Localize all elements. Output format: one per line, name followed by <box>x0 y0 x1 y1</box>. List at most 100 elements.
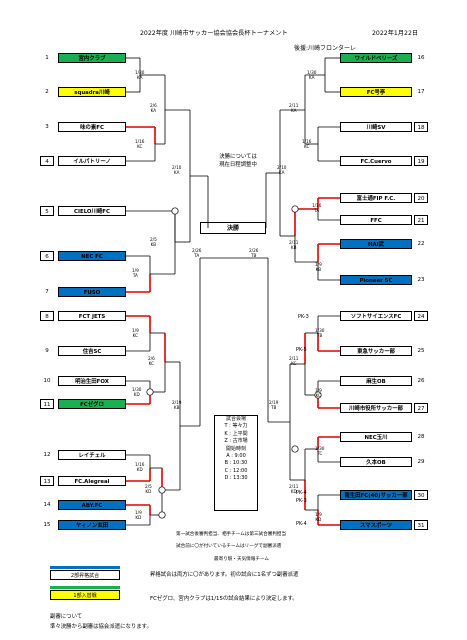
team-seed-number: 19 <box>414 156 428 166</box>
team-box: FC.Alegreal <box>58 476 126 486</box>
team-box: FC号亭 <box>340 87 412 97</box>
team-seed-number: 11 <box>40 399 54 409</box>
legend-playoff: 1部入替戦 <box>50 590 120 600</box>
team-seed-number: 13 <box>40 476 54 486</box>
team-seed-number: 25 <box>417 348 425 354</box>
team-seed-number: 28 <box>417 434 425 440</box>
venue-line-2: K : 上平間 <box>224 430 248 437</box>
team-box: 久本OB <box>340 457 412 467</box>
referee-circle-marker <box>314 391 322 399</box>
footer-line-3: 副審について <box>50 614 83 620</box>
team-box: 川崎市役所サッカー部 <box>340 403 412 413</box>
team-seed-number: 31 <box>414 520 428 530</box>
note-referee: 第一試合後審判担当、相手チームは第三試合審判担当 <box>176 532 287 537</box>
match-date-label: 2/10 KA <box>172 165 182 176</box>
team-box: FCゼグロ <box>58 399 126 409</box>
match-date-label: 1/30 TB <box>315 328 325 339</box>
footer-line-4: 準々決勝から副審は協会派遣になります。 <box>50 624 152 630</box>
team-box: 東急サッカー部 <box>340 346 412 356</box>
team-box: CIELO川崎FC <box>58 206 126 216</box>
team-seed-number: 23 <box>417 277 425 283</box>
team-box: 住吉SC <box>58 346 126 356</box>
match-date-label: 2/11 KC <box>289 356 299 367</box>
venue-line-1: T : 等々力 <box>224 423 248 430</box>
team-seed-number: 17 <box>417 89 425 95</box>
tournament-header-title: 2022年度 川崎市サッカー協会協会長杯トーナメント <box>140 30 288 37</box>
team-box: NEC FC <box>58 251 126 261</box>
team-seed-number: 3 <box>45 124 49 130</box>
match-date-label: 1/9 KD <box>315 512 322 523</box>
team-seed-number: 10 <box>43 378 51 384</box>
match-date-label: 1/9 KD <box>135 510 142 521</box>
match-date-label: 2/19 KB <box>172 400 182 411</box>
pk-label: PK-3 <box>296 498 307 504</box>
team-seed-number: 12 <box>43 452 51 458</box>
team-box: ワイルドベリーズ <box>340 53 412 63</box>
final-note: 決勝については 現在日程調整中 <box>208 153 268 169</box>
match-date-label: 2/6 KC <box>148 356 155 367</box>
match-date-label: 2/6 KA <box>150 103 157 114</box>
pk-label: PK-5 <box>296 347 307 353</box>
referee-circle-marker <box>291 205 299 213</box>
referee-circle-marker <box>158 486 166 494</box>
note-station: 最寄り駅・天気情報チーム <box>214 557 269 562</box>
team-seed-number: 30 <box>414 490 428 500</box>
team-box: 富士通FIP F.C. <box>340 193 412 203</box>
kickoff-line-2: B : 10:30 <box>224 460 248 467</box>
match-date-label: 1/30 KD <box>132 387 142 398</box>
team-seed-number: 5 <box>40 206 54 216</box>
team-box: ABY.FC <box>58 500 126 510</box>
match-date-label: 2/5 KD <box>145 484 152 495</box>
match-date-label: 2/26 TA <box>192 248 202 259</box>
team-box: 宮内クラブ <box>58 53 126 63</box>
pk-label: PK-4 <box>296 521 307 527</box>
kickoff-line-1: A : 9:00 <box>226 453 246 460</box>
team-box: FC.Cuervo <box>340 156 412 166</box>
legend-promotion: 2部昇格試合 <box>50 570 120 580</box>
team-box: 南生田FC(40)サッカー部 <box>340 490 412 500</box>
referee-circle-marker <box>291 445 299 453</box>
team-box: HAI武 <box>340 239 412 249</box>
match-date-label: 1/9 KC <box>132 328 139 339</box>
team-seed-number: 8 <box>40 311 54 321</box>
match-date-label: 2/10 KA <box>277 165 287 176</box>
team-box: FUSO <box>58 287 126 297</box>
team-box: FCT JETS <box>58 311 126 321</box>
match-date-label: 2/11 KB <box>289 240 299 251</box>
team-seed-number: 24 <box>414 311 428 321</box>
referee-circle-marker <box>146 388 154 396</box>
team-seed-number: 6 <box>40 251 54 261</box>
team-seed-number: 9 <box>45 348 49 354</box>
match-date-label: 1/16 KD <box>135 462 145 473</box>
sponsor-subtitle: 後援:川崎フロンターレ <box>294 45 357 52</box>
team-seed-number: 21 <box>414 215 428 225</box>
team-box: スマスポーツ <box>340 520 412 530</box>
match-date-label: 1/30 TC <box>315 446 325 457</box>
team-box: 明治生田FOX <box>58 376 126 386</box>
team-seed-number: 20 <box>414 193 428 203</box>
match-date-label: 2/26 TB <box>249 248 259 259</box>
legend-blue-bar <box>50 566 120 569</box>
kickoff-title: 開始時刻 <box>225 445 246 452</box>
team-box: 麻生OB <box>340 376 412 386</box>
referee-circle-marker <box>158 511 166 519</box>
legend-green-bar <box>50 586 120 589</box>
match-date-label: 1/30 KA <box>307 70 317 81</box>
team-seed-number: 1 <box>45 55 49 61</box>
venue-line-3: Z : 古市場 <box>224 438 248 445</box>
team-box: ヤィノン玄田 <box>58 520 126 530</box>
final-note-line-1: 決勝については <box>219 154 257 160</box>
match-date-label: 1/16 KC <box>135 139 145 150</box>
venue-title: 試合会場 <box>225 416 246 422</box>
team-box: squadra川崎 <box>58 87 126 97</box>
team-seed-number: 2 <box>45 89 49 95</box>
team-box: 味の素FC <box>58 122 126 132</box>
match-date-label: 1/9 KC <box>315 388 322 399</box>
final-note-line-2: 現在日程調整中 <box>219 162 257 168</box>
team-box: 川崎SV <box>340 122 412 132</box>
kickoff-line-4: D : 13:30 <box>224 475 248 482</box>
team-box: Pioneer SC <box>340 275 412 285</box>
team-seed-number: 16 <box>417 55 425 61</box>
match-date-label: 1/9 TA <box>132 268 139 279</box>
